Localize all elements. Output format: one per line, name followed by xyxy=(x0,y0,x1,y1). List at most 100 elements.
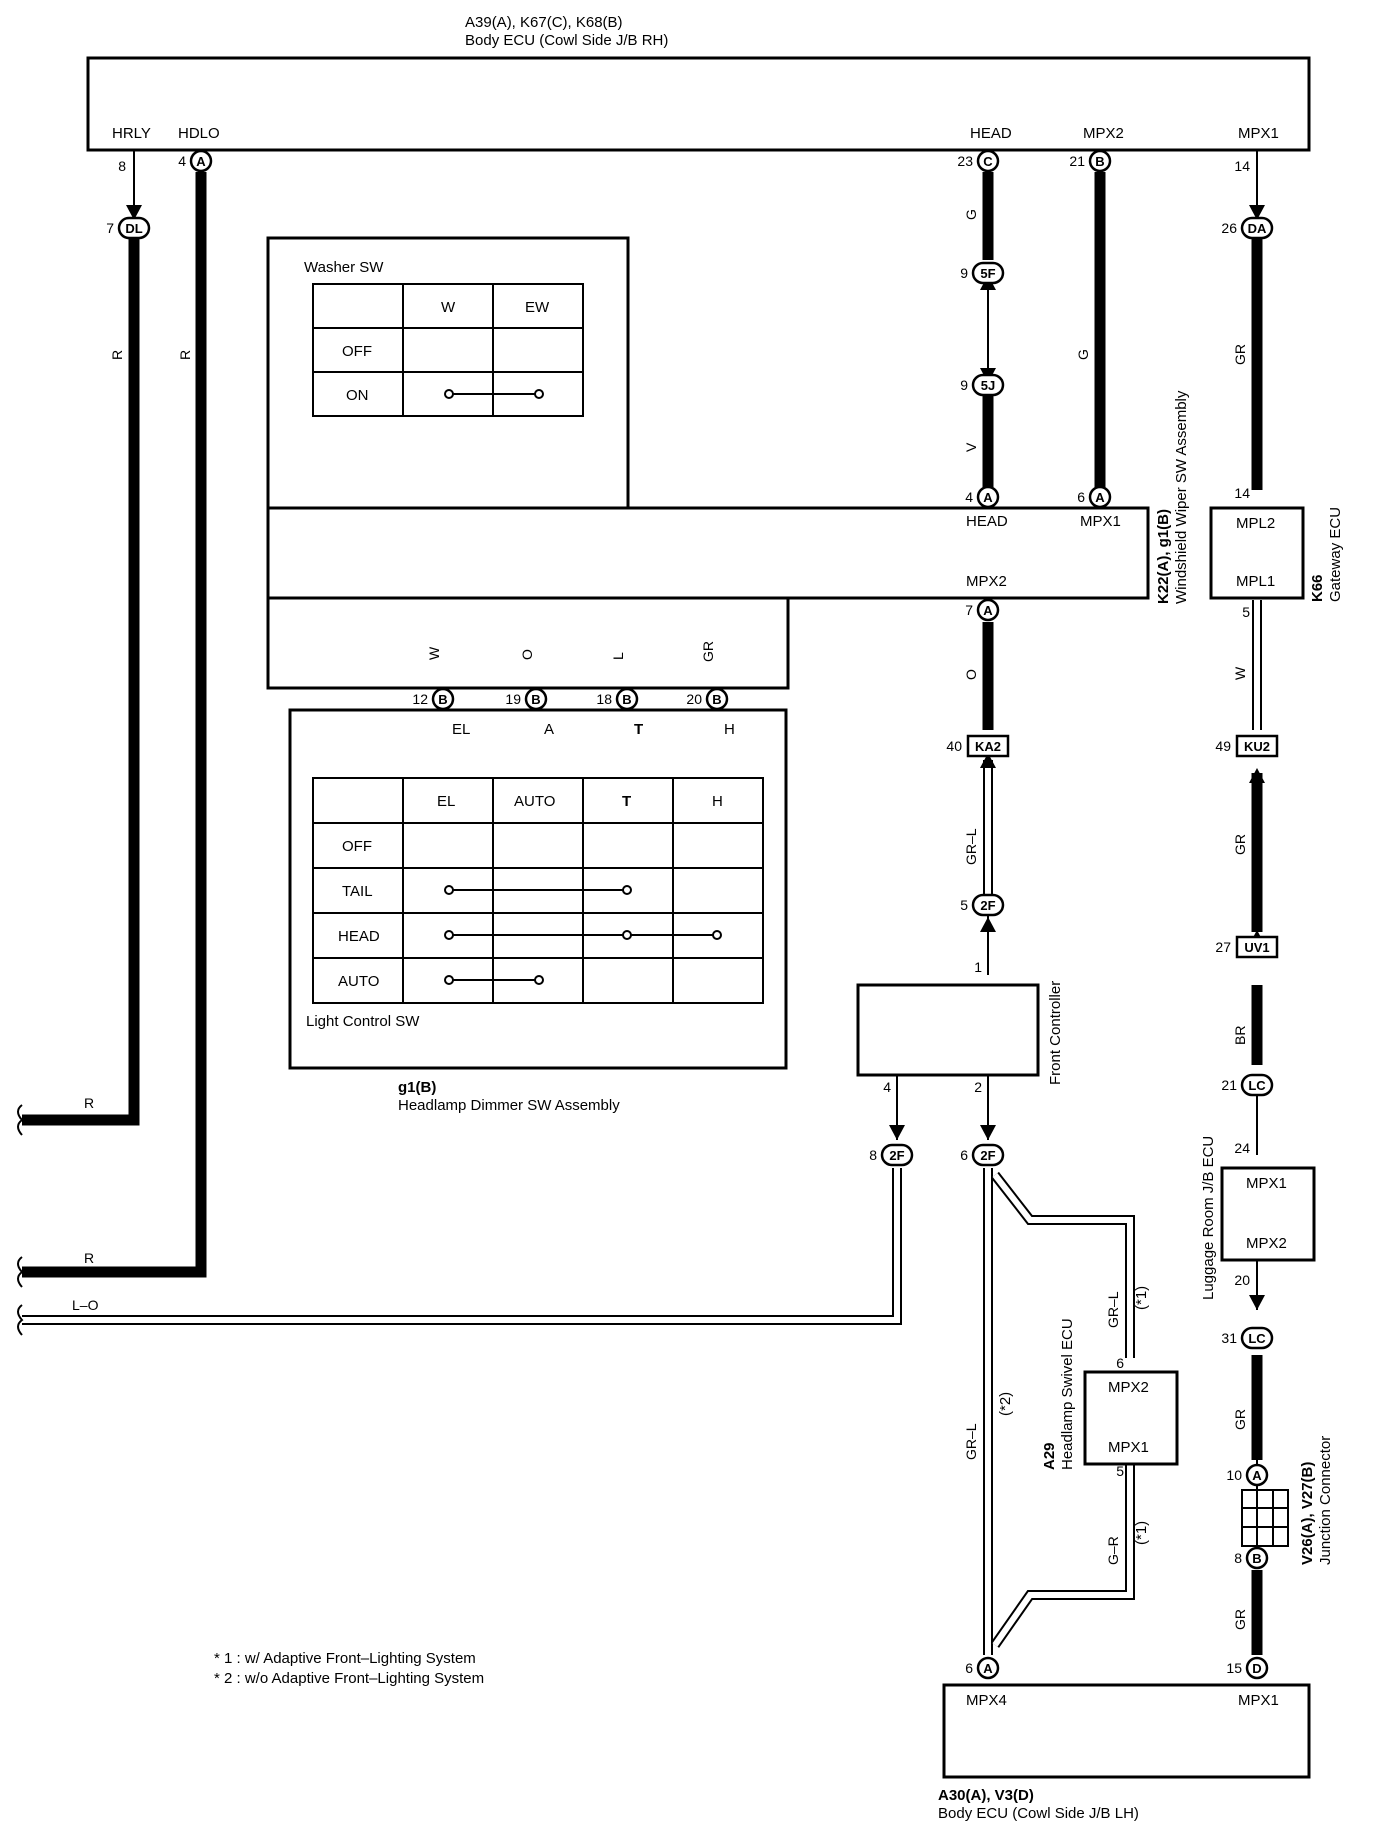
pin-num-20b: 20 xyxy=(1234,1272,1250,1288)
wire-lbl-gr2: GR xyxy=(700,641,716,662)
light-row-tail: TAIL xyxy=(342,883,373,900)
front-controller-name: Front Controller xyxy=(1047,981,1064,1085)
conn-d-15 xyxy=(1245,1656,1269,1680)
swivel-ids: A29 xyxy=(1041,1442,1058,1470)
conn-code-c: C xyxy=(983,154,993,169)
pin-num-14b: 14 xyxy=(1234,485,1250,501)
wiper-pin-mpx2: MPX2 xyxy=(966,573,1007,590)
conn-b-12 xyxy=(431,687,455,711)
light-col-el: EL xyxy=(437,793,455,810)
luggage-ecu-box xyxy=(1220,1166,1316,1262)
wire-break-marks xyxy=(17,1104,24,1336)
wire-lbl-r4: R xyxy=(84,1250,94,1266)
pin-num-4b: 4 xyxy=(965,489,973,505)
washer-sw-table: W EW OFF ON xyxy=(312,283,584,417)
conn-a-mpx2 xyxy=(976,598,1000,622)
conn-c-head xyxy=(976,149,1000,173)
conn-code-b1: B xyxy=(1095,154,1104,169)
pin-num-31: 31 xyxy=(1221,1330,1237,1346)
dimmer-ids: g1(B) xyxy=(398,1079,436,1096)
pin-num-8b: 8 xyxy=(869,1147,877,1163)
pin-num-15: 15 xyxy=(1226,1660,1242,1676)
pin-head: HEAD xyxy=(970,125,1012,142)
pin-num-6b: 6 xyxy=(960,1147,968,1163)
pin-num-20: 20 xyxy=(686,691,702,707)
pin-num-8c: 8 xyxy=(1234,1550,1242,1566)
conn-code-lc2: LC xyxy=(1248,1331,1266,1346)
conn-b-8 xyxy=(1245,1546,1269,1570)
washer-row-on: ON xyxy=(346,387,369,404)
pin-num-5: 5 xyxy=(1242,604,1250,620)
pin-num-10: 10 xyxy=(1226,1467,1242,1483)
conn-code-a3: A xyxy=(1095,490,1105,505)
connector-rects xyxy=(966,734,1279,959)
conn-b-19 xyxy=(524,687,548,711)
wire-lbl-grl1: GR–L xyxy=(963,828,979,865)
conn-a-mpx1 xyxy=(1088,485,1112,509)
dimmer-name: Headlamp Dimmer SW Assembly xyxy=(398,1097,620,1114)
note-s2: (*2) xyxy=(997,1392,1014,1416)
gateway-pin-mpl1: MPL1 xyxy=(1236,573,1275,590)
pin-num-26: 26 xyxy=(1221,220,1237,236)
swivel-name: Headlamp Swivel ECU xyxy=(1059,1318,1076,1470)
pin-num-40: 40 xyxy=(946,738,962,754)
conn-code-b2: B xyxy=(438,692,447,707)
pin-num-1: 1 xyxy=(974,959,982,975)
conn-code-lc1: LC xyxy=(1248,1078,1266,1093)
light-col-h: H xyxy=(712,793,723,810)
conn-code-a4: A xyxy=(983,603,993,618)
swivel-ecu-box xyxy=(1083,1370,1179,1466)
note-s1b: (*1) xyxy=(1133,1521,1150,1545)
junction-connector xyxy=(1241,1489,1289,1547)
washer-col-w: W xyxy=(441,299,456,316)
conn-code-2f2: 2F xyxy=(889,1148,904,1163)
conn-a-6 xyxy=(976,1656,1000,1680)
body-ecu-lh-ids: A30(A), V3(D) xyxy=(938,1787,1034,1804)
wiper-pin-head: HEAD xyxy=(966,513,1008,530)
pin-num-4c: 4 xyxy=(883,1079,891,1095)
washer-sw-title: Washer SW xyxy=(304,259,384,276)
light-col-auto: AUTO xyxy=(514,793,555,810)
light-pin-h: H xyxy=(724,721,735,738)
body-ecu-rh-name: Body ECU (Cowl Side J/B RH) xyxy=(465,32,668,49)
wire-lbl-grl2: GR–L xyxy=(963,1423,979,1460)
pin-num-8: 8 xyxy=(118,158,126,174)
conn-code-uv1: UV1 xyxy=(1244,940,1269,955)
pin-num-2: 2 xyxy=(974,1079,982,1095)
conn-code-dl: DL xyxy=(125,221,142,236)
wire-lbl-g1: G xyxy=(963,209,979,220)
conn-a-10 xyxy=(1245,1463,1269,1487)
front-controller-box xyxy=(856,983,1040,1077)
wire-lbl-w1: W xyxy=(426,646,442,660)
pin-num-7b: 7 xyxy=(965,602,973,618)
body-ecu-lh-box xyxy=(942,1683,1311,1779)
conn-code-a1: A xyxy=(196,154,206,169)
conn-code-5j: 5J xyxy=(981,378,995,393)
wire-lbl-gr1: GR xyxy=(1232,344,1248,365)
pin-mpx1: MPX1 xyxy=(1238,125,1279,142)
wire-lbl-gr4: GR xyxy=(1232,1409,1248,1430)
light-pin-a: A xyxy=(544,721,554,738)
pin-num-18: 18 xyxy=(596,691,612,707)
wire-lbl-r3: R xyxy=(84,1095,94,1111)
wire-lbl-l1: L xyxy=(610,652,626,660)
pin-num-49: 49 xyxy=(1215,738,1231,754)
pin-num-21b: 21 xyxy=(1221,1077,1237,1093)
connector-ovals xyxy=(117,216,1274,1350)
wire-lbl-r2: R xyxy=(177,350,193,360)
pin-num-9b: 9 xyxy=(960,377,968,393)
wire-lbl-lo: L–O xyxy=(72,1297,99,1313)
pin-num-19: 19 xyxy=(505,691,521,707)
wire-lbl-w2: W xyxy=(1232,666,1248,680)
conn-code-b4: B xyxy=(622,692,631,707)
wire-lbl-gr3: GR xyxy=(1232,834,1248,855)
swivel-pin-mpx1: MPX1 xyxy=(1108,1439,1149,1456)
wiper-pin-mpx1: MPX1 xyxy=(1080,513,1121,530)
conn-b-mpx2 xyxy=(1088,149,1112,173)
wire-lbl-grl3: GR–L xyxy=(1105,1291,1121,1328)
pin-num-12: 12 xyxy=(412,691,428,707)
thick-wires xyxy=(22,172,1263,1655)
conn-code-5f: 5F xyxy=(980,266,995,281)
pin-num-5c: 5 xyxy=(1116,1463,1124,1479)
